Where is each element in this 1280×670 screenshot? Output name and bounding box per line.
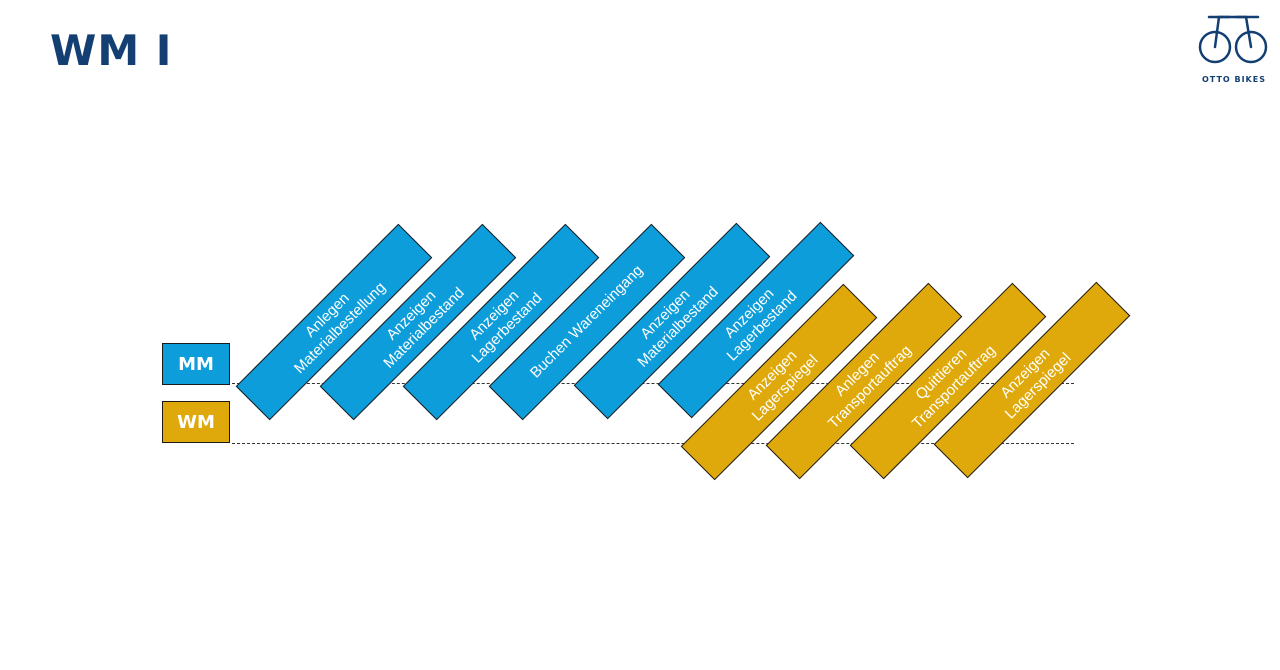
logo-text: OTTO BIKES	[1202, 75, 1266, 84]
lane-label-mm: MM	[162, 343, 230, 385]
lane-line-mm	[232, 383, 1074, 384]
lane-label-wm: WM	[162, 401, 230, 443]
page-title: WM I	[50, 26, 173, 75]
bicycle-icon	[1198, 15, 1268, 64]
lane-line-wm	[232, 443, 1074, 444]
